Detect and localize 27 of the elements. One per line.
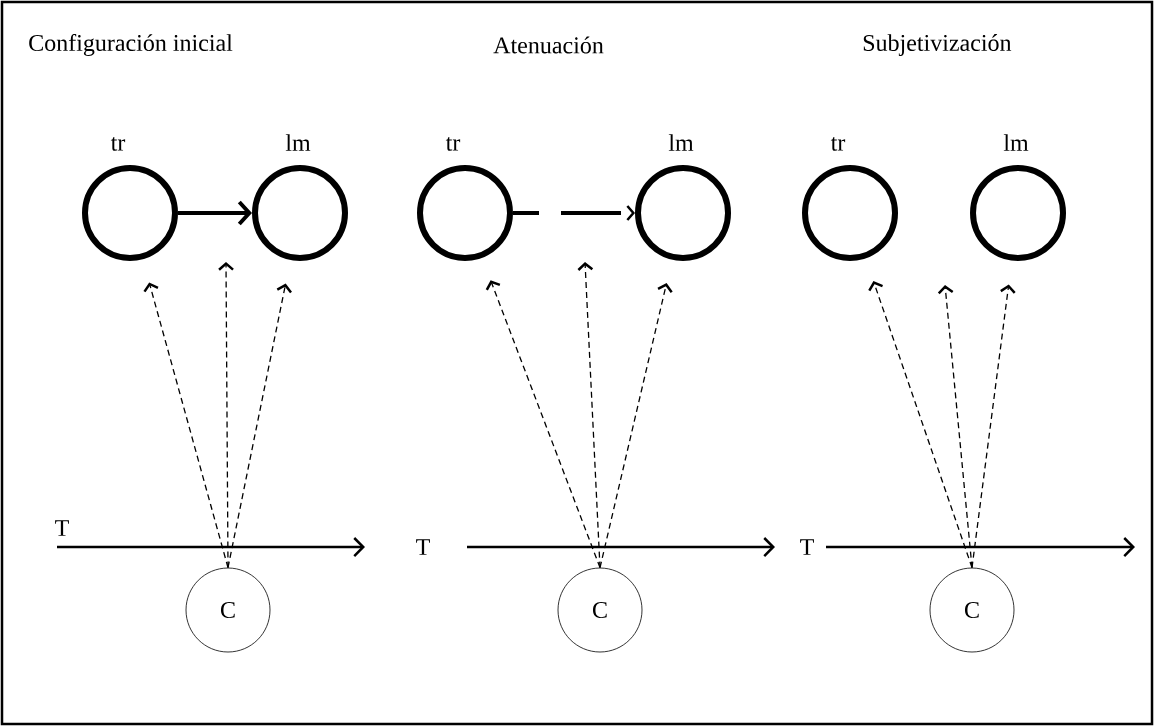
entity-label: tr: [830, 137, 846, 151]
entity-label: tr: [445, 137, 461, 151]
entity-circle: [970, 165, 1066, 261]
panel-heading: Subjetivización: [863, 34, 1012, 56]
arrow: [485, 280, 601, 569]
panel-heading: Configuración inicial: [29, 33, 233, 57]
axis-label: T: [55, 520, 69, 536]
entity-label: lm: [1003, 134, 1029, 151]
arrow: [971, 284, 1016, 569]
arrow: [513, 205, 635, 221]
panel-heading: Atenuación: [493, 36, 604, 54]
entity-circle: [635, 165, 731, 261]
entity-circle: [802, 165, 898, 261]
arrow: [599, 283, 673, 569]
entity-circle: [82, 165, 178, 261]
entity-label: lm: [668, 134, 694, 151]
arrow: [218, 262, 234, 569]
axis-label: T: [416, 539, 430, 555]
arrow: [178, 200, 252, 226]
entity-circle: [417, 165, 513, 261]
entity-label: lm: [285, 134, 311, 151]
arrow: [937, 285, 973, 569]
entity-label: tr: [110, 137, 126, 151]
axis-label: T: [800, 539, 814, 555]
entity-circle: [252, 165, 348, 261]
arrow: [227, 283, 292, 569]
arrow: [577, 262, 601, 569]
